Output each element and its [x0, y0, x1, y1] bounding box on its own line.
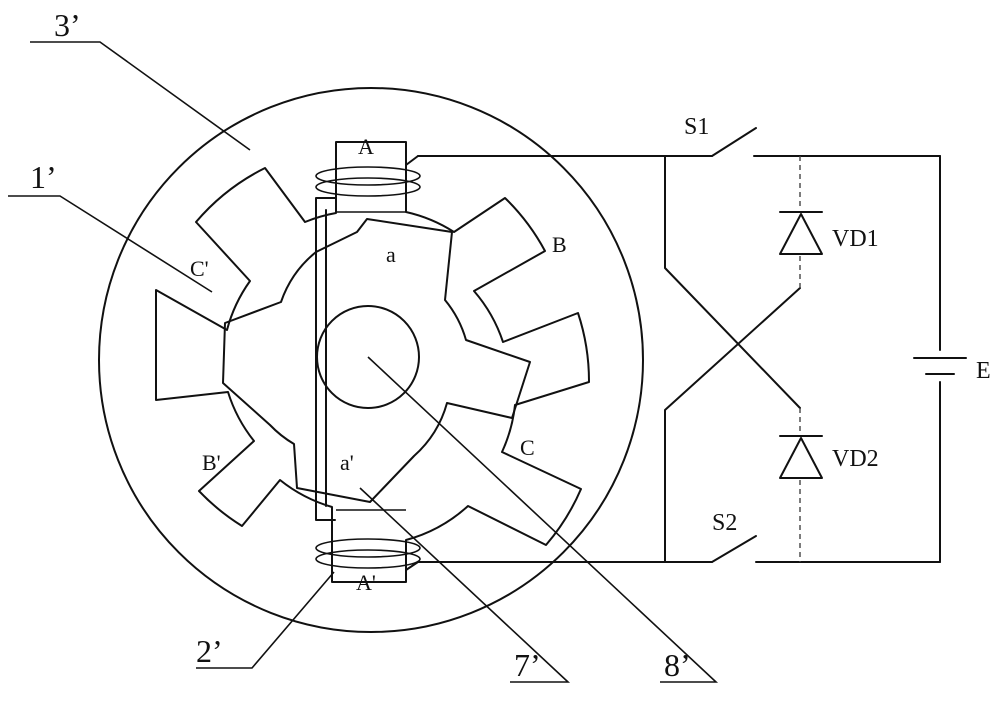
label-pole-c-prime: C' [190, 256, 209, 281]
cross-wire-2 [664, 287, 801, 563]
label-pole-b: B [552, 232, 567, 257]
rotor [222, 218, 531, 503]
leader-8 [367, 356, 719, 683]
leader-7 [359, 487, 571, 683]
switch-s2-blade [711, 535, 757, 563]
winding-bottom-lead [405, 561, 419, 571]
bottom-coil-loop-2 [315, 549, 421, 569]
label-pole-c: C [520, 435, 535, 460]
winding-top-lead [405, 155, 419, 166]
bottom-coil-loop-1 [315, 538, 421, 558]
label-switch-s2: S2 [712, 510, 737, 536]
labels: 3’ 1’ 2’ 7’ 8’ A A' B B' C C' a a' S1 S2… [30, 7, 991, 683]
label-pole-a-prime: A' [356, 570, 376, 595]
stator-outer-circle [98, 87, 644, 633]
leader-lines [8, 41, 719, 683]
label-diode-vd2: VD2 [832, 446, 879, 472]
stator [98, 87, 644, 633]
label-diode-vd1: VD1 [832, 226, 879, 252]
label-winding: 2’ [196, 633, 223, 669]
leader-1 [8, 195, 213, 293]
label-rotor-pole-a: a [386, 242, 396, 267]
label-pole-a: A [358, 134, 374, 159]
cross-wire-1 [664, 155, 801, 409]
label-shaft: 8’ [664, 647, 691, 683]
label-rotor-pole-a-prime: a' [340, 450, 354, 475]
switch-s1-blade [711, 127, 757, 157]
leader-3 [30, 41, 251, 151]
diode-vd2-symbol [779, 435, 823, 479]
label-switch-s1: S1 [684, 114, 709, 140]
drive-circuit [417, 127, 967, 563]
top-coil-loop-2 [315, 177, 421, 197]
label-pole-b-prime: B' [202, 450, 221, 475]
diode-vd1-symbol [779, 211, 823, 255]
rotor-outline [222, 218, 531, 503]
winding-return-conductor [315, 197, 337, 521]
phase-a-winding [315, 155, 421, 571]
label-stator: 3’ [54, 7, 81, 43]
label-rotor-pole: 7’ [514, 647, 541, 683]
label-source-e: E [976, 358, 991, 384]
label-rotor: 1’ [30, 159, 57, 195]
leader-2 [196, 571, 335, 669]
pole-face-lines [336, 211, 406, 511]
top-coil-loop-1 [315, 166, 421, 186]
stator-inner-outline [155, 141, 591, 583]
